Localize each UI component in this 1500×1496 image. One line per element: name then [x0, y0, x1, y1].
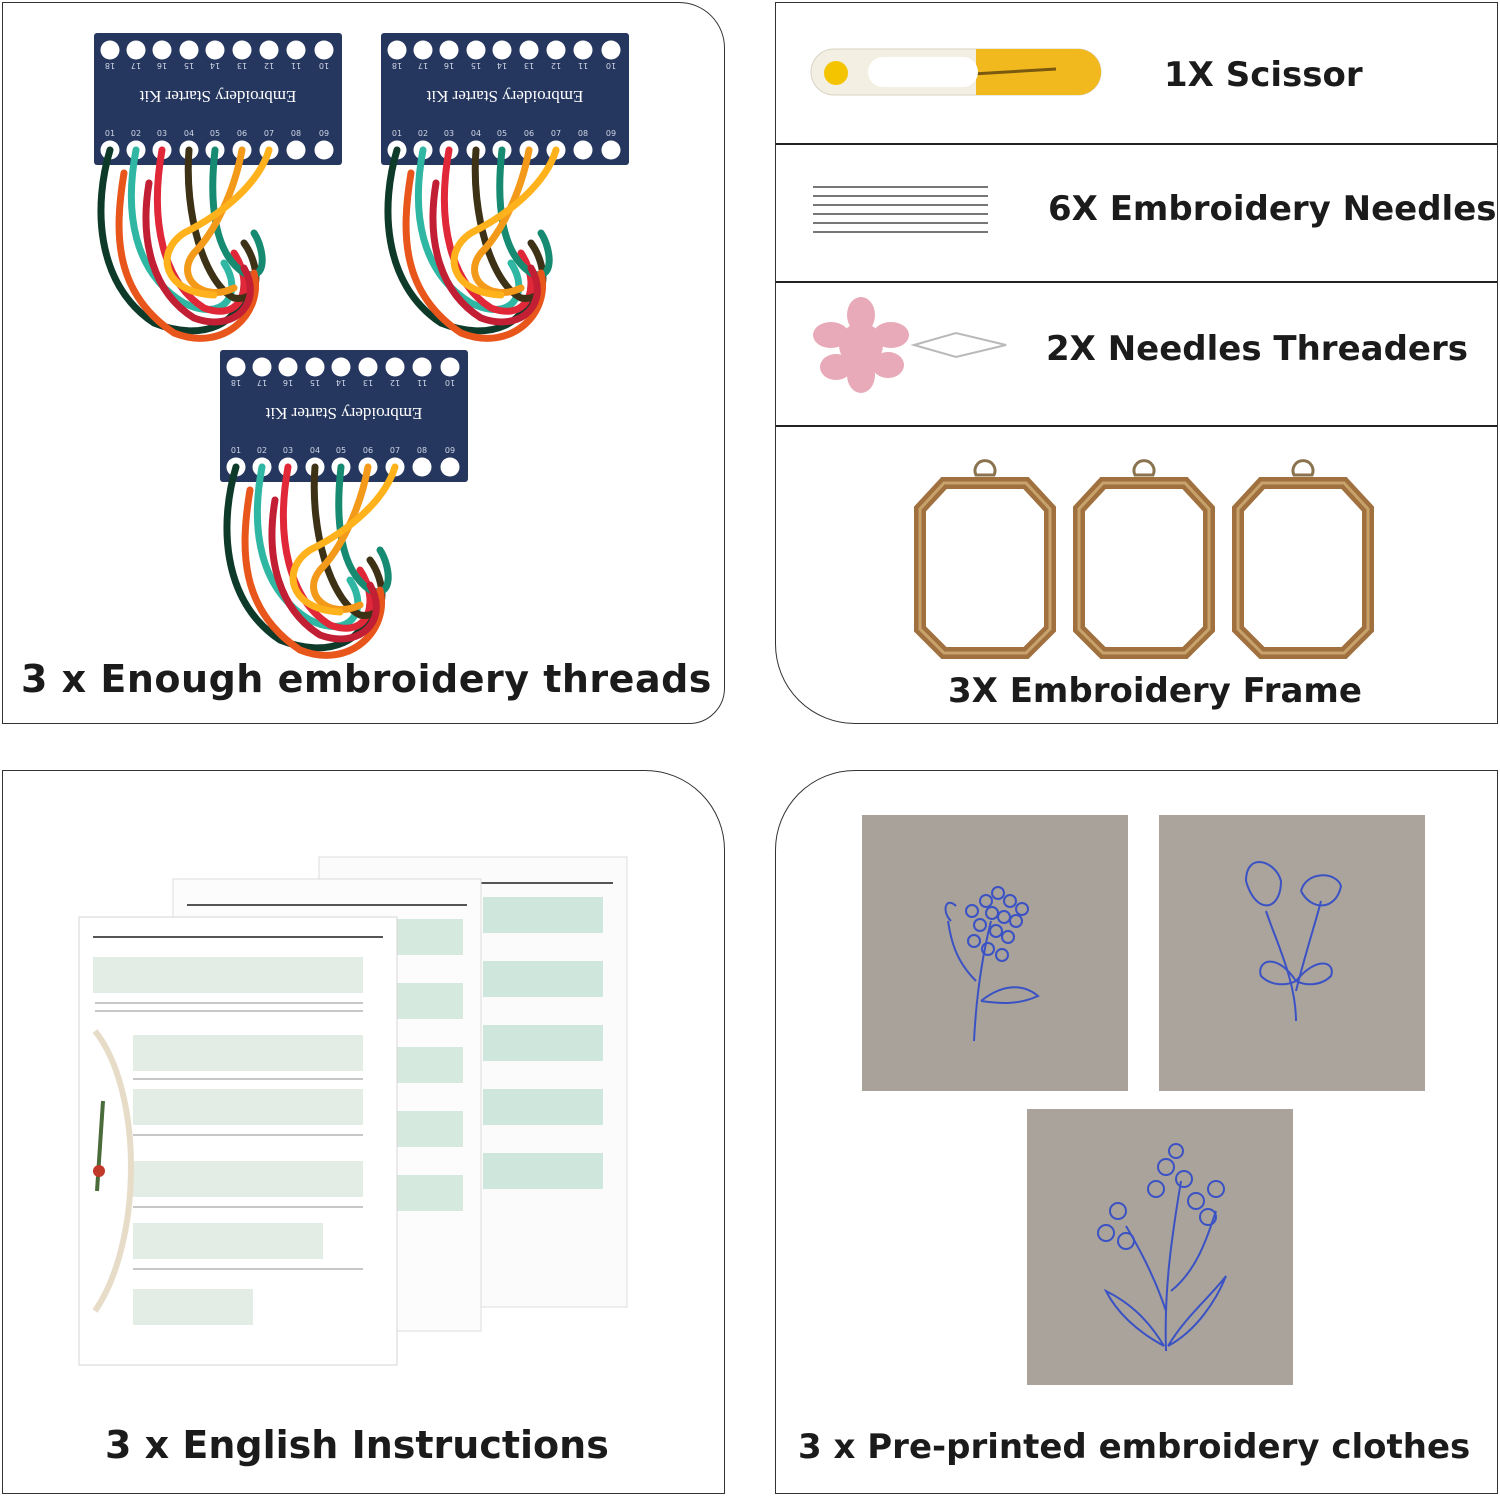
divider-3 [776, 425, 1497, 427]
frame-caption: 3X Embroidery Frame [948, 671, 1362, 711]
card-number-bottom: 05 [336, 446, 346, 455]
card-number-bottom: 01 [105, 129, 115, 138]
card-number-top: 16 [283, 378, 293, 387]
card-title-2: Embroidery Starter Kit [426, 87, 584, 106]
instruction-sheet-front [78, 916, 398, 1366]
frame-1 [914, 477, 1056, 659]
thread-card-top-left [94, 33, 342, 338]
card-number-top: 10 [319, 61, 329, 70]
card-number-top: 13 [524, 61, 534, 70]
card-number-top: 18 [392, 61, 402, 70]
card-number-bottom: 02 [131, 129, 141, 138]
needles-icon [813, 186, 988, 233]
cloth-panel: 3 x Pre-printed embroidery clothes [775, 770, 1498, 1494]
printed-cloth-poppy [1159, 815, 1425, 1091]
card-number-top: 16 [157, 61, 167, 70]
card-number-top: 13 [363, 378, 373, 387]
card-number-bottom: 05 [497, 129, 507, 138]
card-number-top: 17 [418, 61, 428, 70]
card-number-bottom: 01 [231, 446, 241, 455]
instructions-panel: 3 x English Instructions [2, 770, 725, 1494]
card-number-top: 14 [336, 378, 346, 387]
card-number-bottom: 03 [283, 446, 293, 455]
card-number-bottom: 08 [291, 129, 301, 138]
tools-panel: 1X Scissor 6X Embroidery Needles 2X Need… [775, 2, 1498, 724]
card-number-bottom: 07 [390, 446, 400, 455]
printed-cloth-lilac [862, 815, 1128, 1091]
scissor-icon [810, 48, 1102, 96]
card-number-top: 12 [264, 61, 274, 70]
card-number-bottom: 01 [392, 129, 402, 138]
embroidery-frames-illustration [914, 459, 1374, 659]
card-number-bottom: 07 [551, 129, 561, 138]
card-number-top: 14 [497, 61, 507, 70]
card-number-top: 15 [184, 61, 194, 70]
card-title-1: Embroidery Starter Kit [139, 87, 297, 106]
card-number-top: 17 [257, 378, 267, 387]
threader-icon [813, 297, 1007, 393]
card-number-top: 10 [606, 61, 616, 70]
card-number-bottom: 02 [418, 129, 428, 138]
card-number-bottom: 06 [363, 446, 373, 455]
card-number-bottom: 08 [578, 129, 588, 138]
card-number-top: 12 [390, 378, 400, 387]
card-number-top: 12 [551, 61, 561, 70]
card-number-bottom: 03 [444, 129, 454, 138]
card-number-bottom: 06 [524, 129, 534, 138]
card-number-bottom: 04 [310, 446, 320, 455]
card-number-bottom: 04 [471, 129, 481, 138]
card-number-top: 14 [210, 61, 220, 70]
instruction-sheets-illustration [78, 856, 628, 1366]
cloth-caption: 3 x Pre-printed embroidery clothes [798, 1427, 1471, 1467]
threads-panel: 18 17 16 15 14 13 12 11 10 01 02 03 04 05 06 07 08 09 18 17… [2, 2, 725, 724]
tool-label-needles: 6X Embroidery Needles [1048, 189, 1497, 229]
card-number-bottom: 09 [319, 129, 329, 138]
threads-caption: 3 x Enough embroidery threads [21, 657, 712, 701]
card-number-top: 11 [417, 378, 427, 387]
card-number-top: 10 [445, 378, 455, 387]
cloths-illustration [862, 815, 1425, 1385]
tool-label-threader: 2X Needles Threaders [1046, 329, 1468, 369]
card-number-top: 17 [131, 61, 141, 70]
printed-cloth-forget-me-not [1027, 1109, 1293, 1385]
card-number-bottom: 09 [606, 129, 616, 138]
frame-3 [1232, 477, 1374, 659]
card-number-bottom: 03 [157, 129, 167, 138]
card-number-top: 18 [105, 61, 115, 70]
card-number-bottom: 06 [237, 129, 247, 138]
card-number-bottom: 02 [257, 446, 267, 455]
card-number-top: 13 [237, 61, 247, 70]
card-number-bottom: 04 [184, 129, 194, 138]
card-number-bottom: 07 [264, 129, 274, 138]
frame-2 [1073, 477, 1215, 659]
card-number-bottom: 09 [445, 446, 455, 455]
divider-1 [776, 143, 1497, 145]
instructions-caption: 3 x English Instructions [105, 1423, 609, 1467]
card-number-top: 18 [231, 378, 241, 387]
divider-2 [776, 281, 1497, 283]
card-number-top: 11 [578, 61, 588, 70]
thread-card-top-right [381, 33, 629, 338]
thread-card-bottom [220, 350, 468, 655]
card-number-top: 15 [471, 61, 481, 70]
card-number-top: 15 [310, 378, 320, 387]
card-number-bottom: 05 [210, 129, 220, 138]
tool-label-scissor: 1X Scissor [1164, 55, 1363, 95]
thread-cards-illustration: 18 17 16 15 14 13 12 11 10 01 02 03 04 05 06 07 08 09 18 17… [3, 3, 725, 724]
card-number-bottom: 08 [417, 446, 427, 455]
card-title-3: Embroidery Starter Kit [265, 404, 423, 423]
card-number-top: 16 [444, 61, 454, 70]
card-number-top: 11 [291, 61, 301, 70]
